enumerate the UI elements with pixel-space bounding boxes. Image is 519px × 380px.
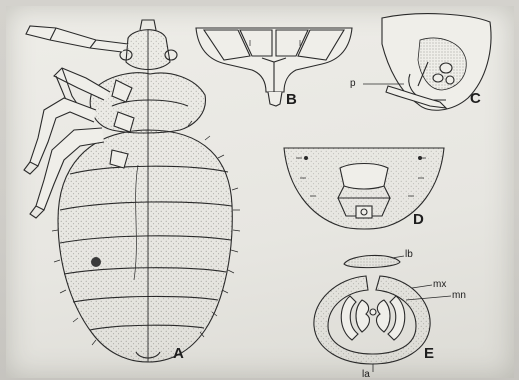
mandible-left — [356, 300, 369, 332]
part-label-mn: mn — [452, 291, 466, 301]
head-outline — [126, 30, 170, 70]
abdomen-outline — [58, 130, 232, 362]
panel-label-e: E — [424, 346, 434, 361]
mandible-right — [377, 300, 390, 332]
part-label-p: p — [350, 79, 356, 89]
genital-plate — [356, 206, 372, 218]
rostrum — [268, 92, 282, 106]
antenna-segments — [26, 26, 128, 52]
panel-a-bedbug — [24, 20, 240, 362]
part-label-mx: mx — [433, 280, 446, 290]
panel-label-c: C — [470, 91, 481, 106]
labium-outer — [314, 276, 430, 364]
panel-e-mouthparts — [314, 255, 430, 372]
part-label-lb: lb — [405, 250, 413, 260]
pronotum-outline — [90, 73, 205, 133]
panel-label-a: A — [173, 346, 184, 361]
labrum — [344, 255, 400, 267]
panel-label-d: D — [413, 212, 424, 227]
panel-b-head — [196, 28, 352, 106]
panel-label-b: B — [286, 92, 297, 107]
maxilla-right — [388, 296, 405, 340]
maxilla-left — [341, 296, 358, 340]
part-label-la: la — [362, 370, 370, 380]
